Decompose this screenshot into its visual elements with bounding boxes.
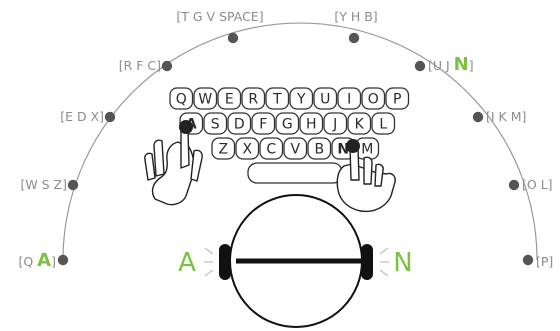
key-e: [217, 87, 242, 110]
key-label: D: [234, 117, 245, 133]
arc-dot: [522, 254, 534, 266]
arc-label: [U J N]: [428, 54, 474, 75]
key-label: W: [198, 92, 212, 108]
arc-label-text: [R F C]: [119, 58, 161, 73]
key-label: O: [368, 92, 379, 108]
key-label: B: [314, 142, 324, 158]
key-s: [203, 112, 228, 135]
key-f: [251, 112, 276, 135]
key-label: M: [361, 142, 373, 158]
arc-dot: [57, 254, 69, 266]
key-label: C: [266, 142, 276, 158]
key-label: G: [282, 117, 293, 133]
right-hand-icon: [336, 143, 396, 213]
arc-dots: [57, 32, 534, 266]
left-sound-icon: [204, 247, 214, 277]
left-fingertip-marker: [179, 120, 193, 134]
arc-label-text: [O L]: [522, 177, 553, 192]
key-w: [193, 87, 218, 110]
keyboard: QWERTYUIOPASDFGHJKLZXCVBNM: [169, 87, 410, 160]
key-label: H: [306, 117, 317, 133]
key-y: [289, 87, 314, 110]
arc-dot: [414, 60, 426, 72]
key-l: [371, 112, 396, 135]
key-u: [313, 87, 338, 110]
arc-label-text: [Y H B]: [334, 9, 377, 24]
arc-dot: [67, 179, 79, 191]
arc-dot: [104, 111, 116, 123]
arc-label-text: [I K M]: [486, 109, 526, 124]
key-k: [347, 112, 372, 135]
right-side-label: N: [393, 248, 412, 278]
arc-label-text: [Q: [18, 254, 37, 269]
key-z: [211, 137, 236, 160]
right-earcup: [361, 244, 373, 280]
arc-label: [I K M]: [486, 109, 526, 124]
arc-label: [W S Z]: [20, 177, 67, 192]
key-p: [385, 87, 410, 110]
arc-label-text: ]: [469, 58, 474, 73]
arc-labels: [Q A] [W S Z] [E D X] [R F C] [T G V SPACE] […: [18, 9, 553, 271]
key-label: F: [259, 117, 267, 133]
key-label: R: [248, 92, 258, 108]
key-label: X: [242, 142, 252, 158]
arc-label-text: [U J: [428, 58, 454, 73]
key-v: [283, 137, 308, 160]
key-h: [299, 112, 324, 135]
arc-label: [E D X]: [60, 109, 104, 124]
arc-label-text: [P]: [536, 254, 553, 269]
arc-dot: [472, 111, 484, 123]
key-label: S: [211, 117, 220, 133]
key-d: [227, 112, 252, 135]
key-label: V: [290, 142, 300, 158]
key-label: I: [347, 92, 351, 108]
arc-dot: [161, 60, 173, 72]
right-fingertip-marker: [346, 139, 360, 153]
left-earcup: [219, 244, 231, 280]
key-label: K: [355, 117, 365, 133]
key-o: [361, 87, 386, 110]
key-label: L: [379, 117, 387, 133]
key-label: Y: [296, 92, 306, 108]
selection-arc: [62, 22, 538, 261]
key-b: [307, 137, 332, 160]
arc-label-highlight: N: [454, 54, 469, 75]
arc-dot: [508, 179, 520, 191]
arc-label: [Q A]: [18, 250, 56, 271]
key-q: [169, 87, 194, 110]
left-hand-icon: [144, 126, 203, 206]
key-x: [235, 137, 260, 160]
arc-label: [O L]: [522, 177, 553, 192]
key-label: P: [393, 92, 401, 108]
key-t: [265, 87, 290, 110]
arc-label-text: [E D X]: [60, 109, 104, 124]
key-label: E: [225, 92, 234, 108]
arc-dot: [348, 32, 360, 44]
key-c: [259, 137, 284, 160]
left-side-label: A: [178, 248, 196, 278]
key-g: [275, 112, 300, 135]
arc-label: [P]: [536, 254, 553, 269]
arc-label: [Y H B]: [334, 9, 377, 24]
key-i: [337, 87, 362, 110]
key-label: J: [332, 117, 337, 133]
arc-label-highlight: A: [37, 250, 51, 271]
key-label: T: [272, 92, 282, 108]
arc-label: [R F C]: [119, 58, 161, 73]
arc-label-text: [T G V SPACE]: [176, 9, 263, 24]
arc-label: [T G V SPACE]: [176, 9, 263, 24]
arc-label-text: ]: [51, 254, 56, 269]
arc-label-text: [W S Z]: [20, 177, 67, 192]
key-label: U: [320, 92, 330, 108]
arc-dot: [227, 32, 239, 44]
right-sound-icon: [379, 247, 389, 277]
key-label: Q: [176, 92, 187, 108]
key-label: N: [337, 142, 349, 158]
space-bar: [247, 162, 343, 184]
key-r: [241, 87, 266, 110]
key-label: Z: [218, 142, 228, 158]
key-j: [323, 112, 348, 135]
